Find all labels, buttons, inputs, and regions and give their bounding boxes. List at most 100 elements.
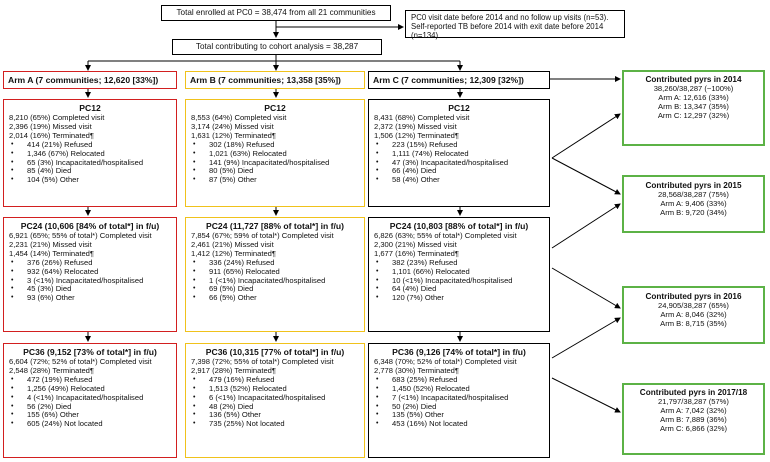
arm-b-pc24-line: 7,854 (67%; 59% of total*) Completed vis… bbox=[191, 231, 334, 240]
reason-item: 56 (2%) Died bbox=[9, 402, 171, 412]
total-contributing-box: Total contributing to cohort analysis = … bbox=[172, 39, 382, 55]
reason-item: 93 (6%) Other bbox=[9, 293, 171, 303]
arrow-pc12-to-2014 bbox=[551, 113, 621, 159]
arm-a-pc12-line: 2,396 (19%) Missed visit bbox=[9, 121, 92, 131]
arm-c-pc24-title: PC24 (10,803 [88% of total*] in f/u) bbox=[389, 221, 529, 231]
reason-item: 605 (24%) Not located bbox=[9, 419, 171, 429]
arm-a-pc12-line: 2,014 (16%) Terminated¶ bbox=[9, 130, 94, 140]
reason-item: 414 (21%) Refused bbox=[9, 140, 171, 150]
arm-c-header-text: Arm C (7 communities; 12,309 [32%]) bbox=[373, 75, 524, 85]
reason-item: 47 (3%) Incapacitated/hospitalised bbox=[374, 158, 544, 168]
arrow-pc12-to-2015 bbox=[551, 157, 621, 195]
arm-a-pc24-reasons: 376 (26%) Refused 932 (64%) Relocated 3 … bbox=[9, 258, 171, 304]
arm-c-pc36-reasons: 683 (25%) Refused 1,450 (52%) Relocated … bbox=[374, 375, 544, 429]
reason-item: 376 (26%) Refused bbox=[9, 258, 171, 268]
reason-item: 223 (15%) Refused bbox=[374, 140, 544, 150]
reason-item: 64 (4%) Died bbox=[374, 285, 544, 295]
contributed-2017-box: Contributed pyrs in 2017/18 21,797/38,28… bbox=[622, 383, 765, 455]
arm-c-pc36-title: PC36 (9,126 [74% of total*] in f/u) bbox=[392, 347, 526, 357]
contributed-line: Arm B: 9,720 (34%) bbox=[660, 207, 727, 217]
arm-c-pc12-box: PC12 8,431 (68%) Completed visit 2,372 (… bbox=[368, 99, 550, 207]
arm-a-pc24-line: 6,921 (65%; 55% of total*) Completed vis… bbox=[9, 231, 152, 240]
contributed-line: Arm A: 8,046 (32%) bbox=[660, 309, 727, 319]
arm-b-pc24-box: PC24 (11,727 [88% of total*] in f/u) 7,8… bbox=[185, 217, 365, 332]
arm-b-pc12-box: PC12 8,553 (64%) Completed visit 3,174 (… bbox=[185, 99, 365, 207]
reason-item: 66 (4%) Died bbox=[374, 167, 544, 177]
arm-a-header: Arm A (7 communities; 12,620 [33%]) bbox=[3, 71, 177, 89]
exclusion-line-1: PC0 visit date before 2014 and no follow… bbox=[411, 13, 609, 22]
reason-item: 1,021 (63%) Relocated bbox=[191, 149, 359, 159]
reason-item: 155 (6%) Other bbox=[9, 411, 171, 421]
reason-item: 1 (<1%) Incapacitated/hospitalised bbox=[191, 276, 359, 286]
arm-b-pc36-title: PC36 (10,315 [77% of total*] in f/u) bbox=[205, 347, 345, 357]
reason-item: 932 (64%) Relocated bbox=[9, 267, 171, 277]
reason-item: 1,346 (67%) Relocated bbox=[9, 149, 171, 159]
arm-b-pc36-box: PC36 (10,315 [77% of total*] in f/u) 7,3… bbox=[185, 343, 365, 458]
contributed-2016-box: Contributed pyrs in 2016 24,905/38,287 (… bbox=[622, 286, 765, 344]
reason-item: 120 (7%) Other bbox=[374, 293, 544, 303]
arm-b-header: Arm B (7 communities; 13,358 [35%]) bbox=[185, 71, 365, 89]
arm-a-pc24-line: 1,454 (14%) Terminated¶ bbox=[9, 248, 94, 258]
contributed-2015-title: Contributed pyrs in 2015 bbox=[645, 181, 742, 190]
reason-item: 65 (3%) Incapacitated/hospitalised bbox=[9, 158, 171, 168]
arm-a-pc36-box: PC36 (9,152 [73% of total*] in f/u) 6,60… bbox=[3, 343, 177, 458]
arm-c-pc24-line: 1,677 (16%) Terminated¶ bbox=[374, 248, 459, 258]
arm-b-pc12-reasons: 302 (18%) Refused 1,021 (63%) Relocated … bbox=[191, 140, 359, 186]
arm-b-pc36-line: 7,398 (72%; 55% of total*) Completed vis… bbox=[191, 357, 334, 366]
arrow-pc36-to-2017 bbox=[551, 377, 621, 413]
arm-a-pc12-reasons: 414 (21%) Refused 1,346 (67%) Relocated … bbox=[9, 140, 171, 186]
arm-c-pc24-reasons: 382 (23%) Refused 1,101 (66%) Relocated … bbox=[374, 258, 544, 304]
contributed-line: Arm B: 13,347 (35%) bbox=[658, 101, 729, 111]
total-contributing-text: Total contributing to cohort analysis = … bbox=[195, 42, 359, 51]
arm-a-pc36-reasons: 472 (19%) Refused 1,256 (49%) Relocated … bbox=[9, 375, 171, 429]
arm-b-pc12-title: PC12 bbox=[264, 103, 286, 113]
reason-item: 472 (19%) Refused bbox=[9, 375, 171, 385]
arrow-pc24-to-2015 bbox=[551, 203, 621, 249]
arrow-pc24-to-2016 bbox=[551, 267, 621, 309]
arm-b-pc24-reasons: 336 (24%) Refused 911 (65%) Relocated 1 … bbox=[191, 258, 359, 304]
reason-item: 4 (<1%) Incapacitated/hospitalised bbox=[9, 393, 171, 403]
contributed-line: Arm A: 9,406 (33%) bbox=[660, 198, 727, 208]
arm-b-pc12-line: 8,553 (64%) Completed visit bbox=[191, 113, 287, 122]
arm-a-pc12-box: PC12 8,210 (65%) Completed visit 2,396 (… bbox=[3, 99, 177, 207]
arm-c-pc24-box: PC24 (10,803 [88% of total*] in f/u) 6,8… bbox=[368, 217, 550, 332]
arm-b-pc12-line: 1,631 (12%) Terminated¶ bbox=[191, 130, 276, 140]
reason-item: 382 (23%) Refused bbox=[374, 258, 544, 268]
arm-a-pc24-title: PC24 (10,606 [84% of total*] in f/u) bbox=[20, 221, 160, 231]
arm-a-pc36-title: PC36 (9,152 [73% of total*] in f/u) bbox=[23, 347, 157, 357]
arm-c-pc24-line: 6,826 (63%; 55% of total*) Completed vis… bbox=[374, 231, 517, 240]
arm-c-pc12-title: PC12 bbox=[448, 103, 470, 113]
arm-c-pc12-line: 8,431 (68%) Completed visit bbox=[374, 113, 470, 122]
arm-c-pc12-line: 2,372 (19%) Missed visit bbox=[374, 121, 457, 131]
contributed-2017-title: Contributed pyrs in 2017/18 bbox=[639, 388, 748, 397]
total-enrolled-box: Total enrolled at PC0 = 38,474 from all … bbox=[161, 5, 391, 21]
contributed-line: Arm A: 7,042 (32%) bbox=[660, 405, 727, 415]
contributed-line: 28,568/38,287 (75%) bbox=[658, 189, 729, 199]
reason-item: 50 (2%) Died bbox=[374, 402, 544, 412]
reason-item: 85 (4%) Died bbox=[9, 167, 171, 177]
arm-c-header: Arm C (7 communities; 12,309 [32%]) bbox=[368, 71, 550, 89]
arm-a-header-text: Arm A (7 communities; 12,620 [33%]) bbox=[8, 75, 159, 85]
reason-item: 1,101 (66%) Relocated bbox=[374, 267, 544, 277]
reason-item: 66 (5%) Other bbox=[191, 293, 359, 303]
contributed-line: 21,797/38,287 (57%) bbox=[658, 396, 729, 406]
arm-b-header-text: Arm B (7 communities; 13,358 [35%]) bbox=[190, 75, 341, 85]
reason-item: 7 (<1%) Incapacitated/hospitalised bbox=[374, 393, 544, 403]
reason-item: 479 (16%) Refused bbox=[191, 375, 359, 385]
arm-b-pc24-line: 1,412 (12%) Terminated¶ bbox=[191, 248, 276, 258]
reason-item: 1,111 (74%) Relocated bbox=[374, 149, 544, 159]
arm-b-pc24-title: PC24 (11,727 [88% of total*] in f/u) bbox=[205, 221, 344, 231]
contributed-line: Arm B: 7,889 (36%) bbox=[660, 414, 727, 424]
reason-item: 45 (3%) Died bbox=[9, 285, 171, 295]
reason-item: 1,513 (52%) Relocated bbox=[191, 384, 359, 394]
exclusion-line-2: Self-reported TB before 2014 with exit d… bbox=[411, 21, 604, 40]
arm-a-pc12-title: PC12 bbox=[79, 103, 101, 113]
arm-b-pc12-line: 3,174 (24%) Missed visit bbox=[191, 121, 274, 131]
arm-b-pc24-line: 2,461 (21%) Missed visit bbox=[191, 239, 274, 249]
arm-c-pc36-box: PC36 (9,126 [74% of total*] in f/u) 6,34… bbox=[368, 343, 550, 458]
arm-b-pc36-reasons: 479 (16%) Refused 1,513 (52%) Relocated … bbox=[191, 375, 359, 429]
arm-c-pc24-line: 2,300 (21%) Missed visit bbox=[374, 239, 457, 249]
arm-a-pc12-line: 8,210 (65%) Completed visit bbox=[9, 113, 105, 122]
arm-a-pc36-line: 6,604 (72%; 52% of total*) Completed vis… bbox=[9, 357, 152, 366]
